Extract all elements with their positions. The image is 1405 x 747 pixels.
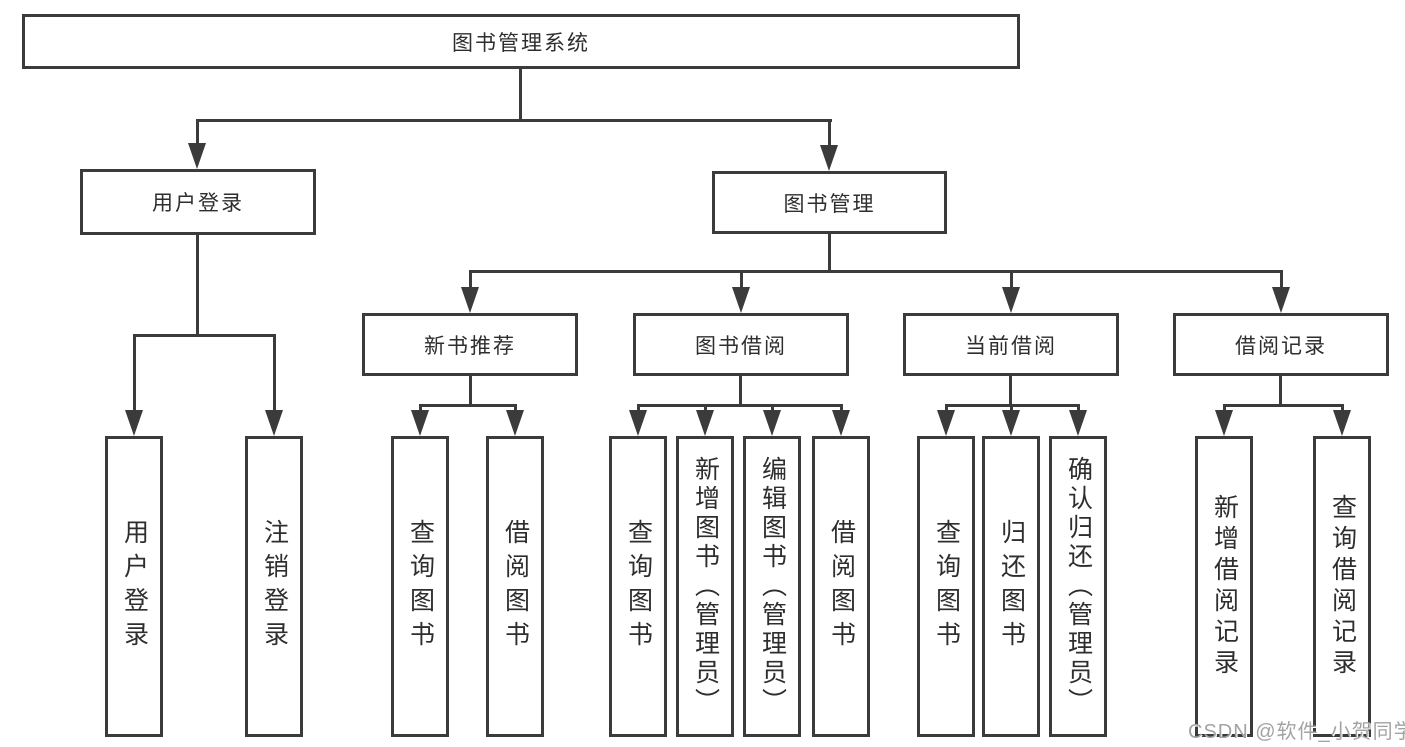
connector-line [739,376,742,407]
node-library-management-system: 图书管理系统 [22,14,1020,69]
arrow-down-icon [188,143,206,169]
arrow-down-icon [820,145,838,171]
node-label: 借阅图书 [827,518,856,655]
connector-line [469,376,472,407]
node-label: 新增图书（管理员） [691,456,720,717]
node-label: 用户登录 [152,192,244,215]
leaf-query-borrow-record: 查询借阅记录 [1313,436,1371,737]
node-label: 借阅记录 [1235,334,1327,358]
arrow-down-icon [937,410,955,436]
leaf-add-books-admin: 新增图书（管理员） [676,436,734,737]
leaf-borrow-books-recommend: 借阅图书 [486,436,544,737]
connector-line [771,404,774,414]
node-label: 查询图书 [406,518,435,655]
connector-line [469,270,472,290]
connector-line [1341,404,1344,414]
arrow-down-icon [506,410,524,436]
connector-line [637,404,843,407]
connector-line [1077,404,1080,414]
arrow-down-icon [411,410,429,436]
node-label: 图书借阅 [695,334,787,358]
node-label: 查询图书 [932,518,961,655]
node-label: 当前借阅 [965,334,1057,358]
leaf-return-books: 归还图书 [982,436,1040,737]
connector-line [419,404,422,414]
connector-line [196,235,199,336]
node-book-borrowing: 图书借阅 [633,313,849,376]
connector-line [514,404,517,414]
node-label: 图书管理系统 [452,31,590,55]
node-new-book-recommendation: 新书推荐 [362,313,578,376]
leaf-user-login: 用户登录 [105,436,163,737]
arrow-down-icon [1002,287,1020,313]
connector-line [945,404,948,414]
node-label: 图书管理 [783,192,876,216]
connector-line [704,404,707,414]
node-user-login: 用户登录 [80,169,316,235]
leaf-confirm-return-admin: 确认归还（管理员） [1049,436,1107,737]
node-label: 查询图书 [624,518,653,655]
leaf-borrow-books: 借阅图书 [812,436,870,737]
node-label: 编辑图书（管理员） [758,456,787,717]
leaf-edit-books-admin: 编辑图书（管理员） [743,436,801,737]
connector-line [1010,404,1013,414]
connector-line [828,234,831,272]
leaf-query-books-borrow: 查询图书 [609,436,667,737]
arrow-down-icon [265,410,283,436]
connector-line [273,334,276,412]
arrow-down-icon [732,287,750,313]
connector-line [637,404,640,414]
arrow-down-icon [125,410,143,436]
connector-line [196,119,832,122]
arrow-down-icon [763,410,781,436]
arrow-down-icon [1002,410,1020,436]
node-label: 新书推荐 [424,334,516,358]
connector-line [196,119,199,147]
connector-line [419,404,517,407]
node-label: 用户登录 [120,518,149,655]
connector-line [1223,404,1344,407]
arrow-down-icon [461,287,479,313]
connector-line [1009,376,1012,407]
node-borrowing-records: 借阅记录 [1173,313,1389,376]
arrow-down-icon [1215,410,1233,436]
node-label: 确认归还（管理员） [1064,456,1093,717]
arrow-down-icon [629,410,647,436]
node-label: 借阅图书 [501,518,530,655]
node-book-management: 图书管理 [712,171,947,234]
arrow-down-icon [1069,410,1087,436]
connector-line [828,119,831,147]
leaf-query-books-current: 查询图书 [917,436,975,737]
node-label: 注销登录 [260,518,289,655]
arrow-down-icon [1333,410,1351,436]
arrow-down-icon [1272,287,1290,313]
connector-line [1223,404,1226,414]
node-label: 归还图书 [997,518,1026,655]
leaf-query-books-recommend: 查询图书 [391,436,449,737]
node-current-borrowing: 当前借阅 [903,313,1119,376]
watermark: CSDN @软件_小贺同学 [1188,721,1405,743]
connector-line [1280,270,1283,290]
connector-line [1279,376,1282,407]
connector-line [740,270,743,290]
connector-line [840,404,843,414]
connector-line [469,270,1282,273]
node-label: 查询借阅记录 [1328,493,1357,680]
connector-line [519,68,522,121]
connector-line [1010,270,1013,290]
connector-line [133,334,276,337]
arrow-down-icon [696,410,714,436]
leaf-logout: 注销登录 [245,436,303,737]
arrow-down-icon [832,410,850,436]
leaf-add-borrow-record: 新增借阅记录 [1195,436,1253,737]
connector-line [133,334,136,412]
node-label: 新增借阅记录 [1210,493,1239,680]
